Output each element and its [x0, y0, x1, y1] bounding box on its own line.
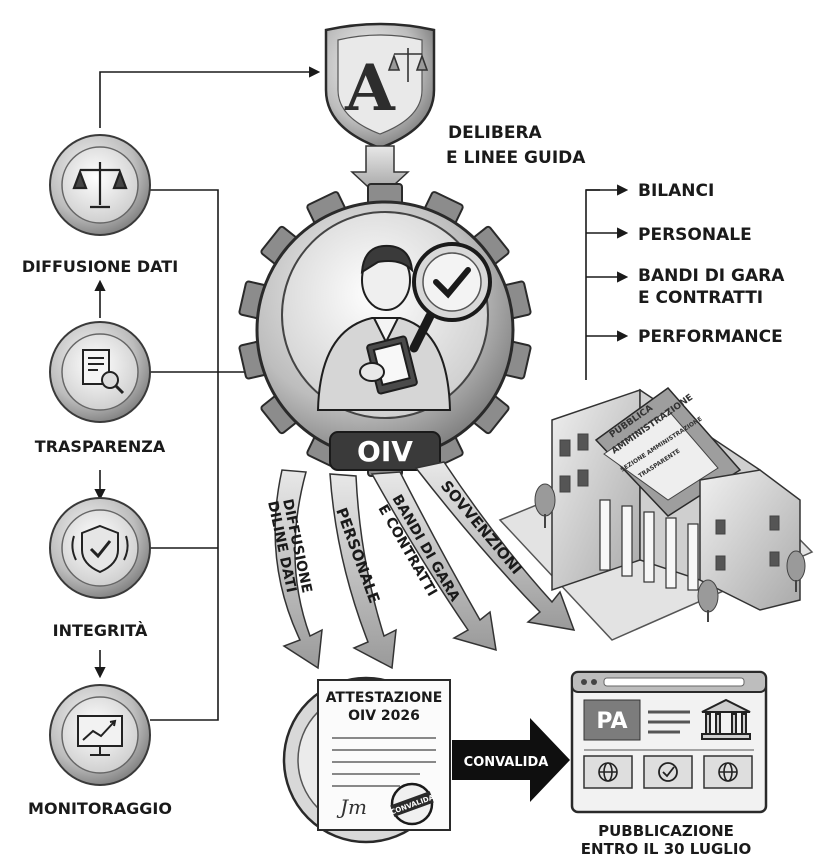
attestation-signature: Jm: [336, 795, 367, 819]
anac-shield-icon: A: [324, 22, 436, 150]
authority-caption-line2: E LINEE GUIDA: [446, 148, 586, 168]
attestation-title-line2: OIV 2026: [348, 708, 420, 724]
flow-arrows: DIFFUSIONE DILINE DATI PERSONALE BANDI D…: [264, 461, 576, 670]
left-column: DIFFUSIONE DATI TRASPARENZA: [22, 134, 178, 818]
monitor-chart-icon: [77, 715, 123, 756]
right-list-item-bandi: BANDI DI GARA: [638, 266, 785, 286]
authority-letter: A: [344, 51, 396, 126]
right-list-item-bilanci: BILANCI: [638, 181, 714, 201]
document-magnifier-icon: [82, 349, 125, 395]
flow-arrow-sovvenzioni: [414, 461, 576, 631]
convalida-arrow: CONVALIDA: [452, 718, 570, 802]
flow-arrow-personale: [329, 473, 397, 670]
authority-block: A DELIBERA E LINEE GUIDA: [324, 22, 586, 200]
public-administration-building: PUBBLICA AMMINISTRAZIONE SEZIONE AMMINIS…: [498, 386, 814, 641]
globe-icon-2: [718, 762, 738, 782]
right-list-bracket: [585, 189, 600, 380]
shield-check-icon: [71, 524, 129, 574]
checkmark-magnifier-icon: [409, 242, 492, 353]
globe-icon: [598, 762, 618, 782]
oiv-label: OIV: [357, 435, 413, 468]
website-panel: PA: [570, 670, 768, 858]
right-list-item-performance: PERFORMANCE: [638, 327, 783, 347]
document-lines: [332, 737, 436, 787]
disc-diffusione: [49, 134, 151, 236]
website-text-lines: [648, 710, 690, 734]
bracket-right-of-column: [150, 189, 219, 721]
check-circle-icon: [658, 762, 678, 782]
attestation-block: ATTESTAZIONE OIV 2026 Jm CONVALIDA: [282, 676, 451, 844]
label-diffusione-dati: DIFFUSIONE DATI: [22, 257, 178, 276]
right-list: BILANCI PERSONALE BANDI DI GARA E CONTRA…: [638, 181, 785, 347]
scales-icon: [72, 162, 128, 209]
disc-trasparenza: [49, 321, 151, 423]
website-caption-line1: PUBBLICAZIONE: [598, 822, 734, 840]
convalida-arrow-label: CONVALIDA: [464, 755, 549, 770]
website-pa-label: PA: [596, 709, 627, 734]
right-list-item-personale: PERSONALE: [638, 225, 752, 245]
oiv-gear: OIV: [238, 183, 532, 477]
mini-scales-icon: [387, 48, 429, 82]
label-monitoraggio: MONITORAGGIO: [28, 799, 172, 818]
flow-arrow-diffusione: [274, 469, 323, 670]
authority-caption-line1: DELIBERA: [448, 123, 543, 143]
bank-icon: [701, 698, 751, 740]
label-trasparenza: TRASPARENZA: [35, 437, 166, 456]
right-list-item-contratti: E CONTRATTI: [638, 288, 763, 308]
tree-icon: [534, 483, 806, 622]
attestation-title-line1: ATTESTAZIONE: [326, 690, 443, 706]
connector-diffusione-to-authority: [99, 66, 321, 128]
disc-integrita: [49, 497, 151, 599]
flow-arrow-bandi: [370, 471, 497, 652]
disc-monitoraggio: [49, 684, 151, 786]
connector-lines: [94, 66, 629, 721]
website-caption-line2: ENTRO IL 30 LUGLIO: [581, 840, 751, 858]
label-integrita: INTEGRITÀ: [53, 621, 148, 640]
convalida-stamp: CONVALIDA: [390, 782, 436, 826]
